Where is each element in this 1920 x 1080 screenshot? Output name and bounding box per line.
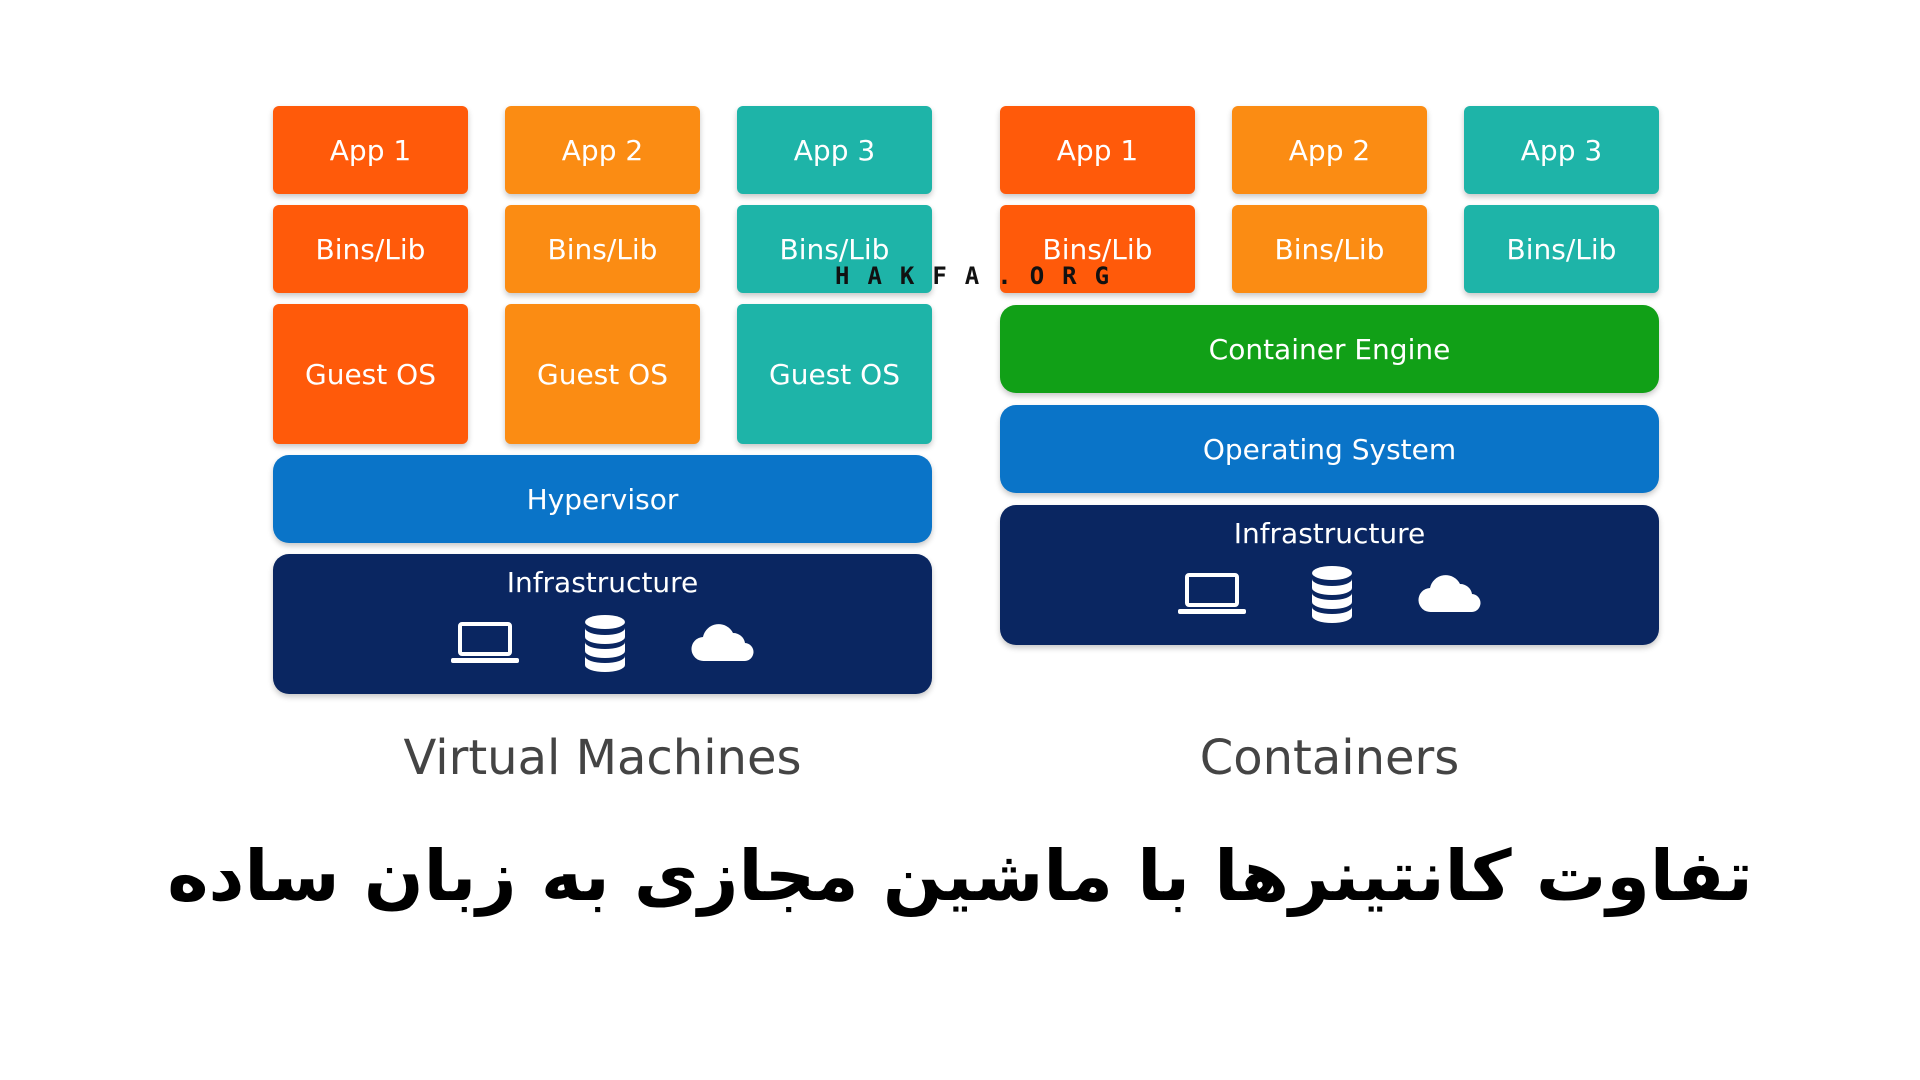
laptop-icon: [450, 621, 520, 665]
container-bins-lib-3: Bins/Lib: [1464, 205, 1659, 293]
container-app-1: App 1: [1000, 106, 1195, 194]
vm-app-1: App 1: [273, 106, 468, 194]
container-infrastructure: Infrastructure: [1000, 505, 1659, 645]
laptop-icon: [1177, 572, 1247, 616]
vm-hypervisor: Hypervisor: [273, 455, 932, 543]
vm-infrastructure-label: Infrastructure: [506, 566, 699, 599]
vm-guest-os-1: Guest OS: [273, 304, 468, 444]
container-engine: Container Engine: [1000, 305, 1659, 393]
vm-infrastructure-icons: [450, 613, 756, 673]
cloud-icon: [1417, 574, 1483, 614]
container-infrastructure-icons: [1177, 564, 1483, 624]
cloud-icon: [690, 623, 756, 663]
vm-app-3: App 3: [737, 106, 932, 194]
database-icon: [582, 613, 628, 673]
vm-app-2: App 2: [505, 106, 700, 194]
vm-bins-lib-2: Bins/Lib: [505, 205, 700, 293]
watermark: HAKFA.ORG: [835, 262, 1128, 290]
vm-infrastructure: Infrastructure: [273, 554, 932, 694]
container-app-2: App 2: [1232, 106, 1427, 194]
container-infrastructure-label: Infrastructure: [1233, 517, 1426, 550]
vm-guest-os-3: Guest OS: [737, 304, 932, 444]
container-bins-lib-1: Bins/Lib: [1000, 205, 1195, 293]
container-operating-system: Operating System: [1000, 405, 1659, 493]
containers-caption: Containers: [1199, 730, 1460, 786]
container-bins-lib-2: Bins/Lib: [1232, 205, 1427, 293]
container-app-3: App 3: [1464, 106, 1659, 194]
vm-caption: Virtual Machines: [403, 730, 802, 786]
database-icon: [1309, 564, 1355, 624]
page-title: تفاوت کانتینرها با ماشین مجازی به زبان س…: [167, 835, 1753, 917]
vm-bins-lib-1: Bins/Lib: [273, 205, 468, 293]
vm-bins-lib-3: Bins/Lib: [737, 205, 932, 293]
vm-guest-os-2: Guest OS: [505, 304, 700, 444]
